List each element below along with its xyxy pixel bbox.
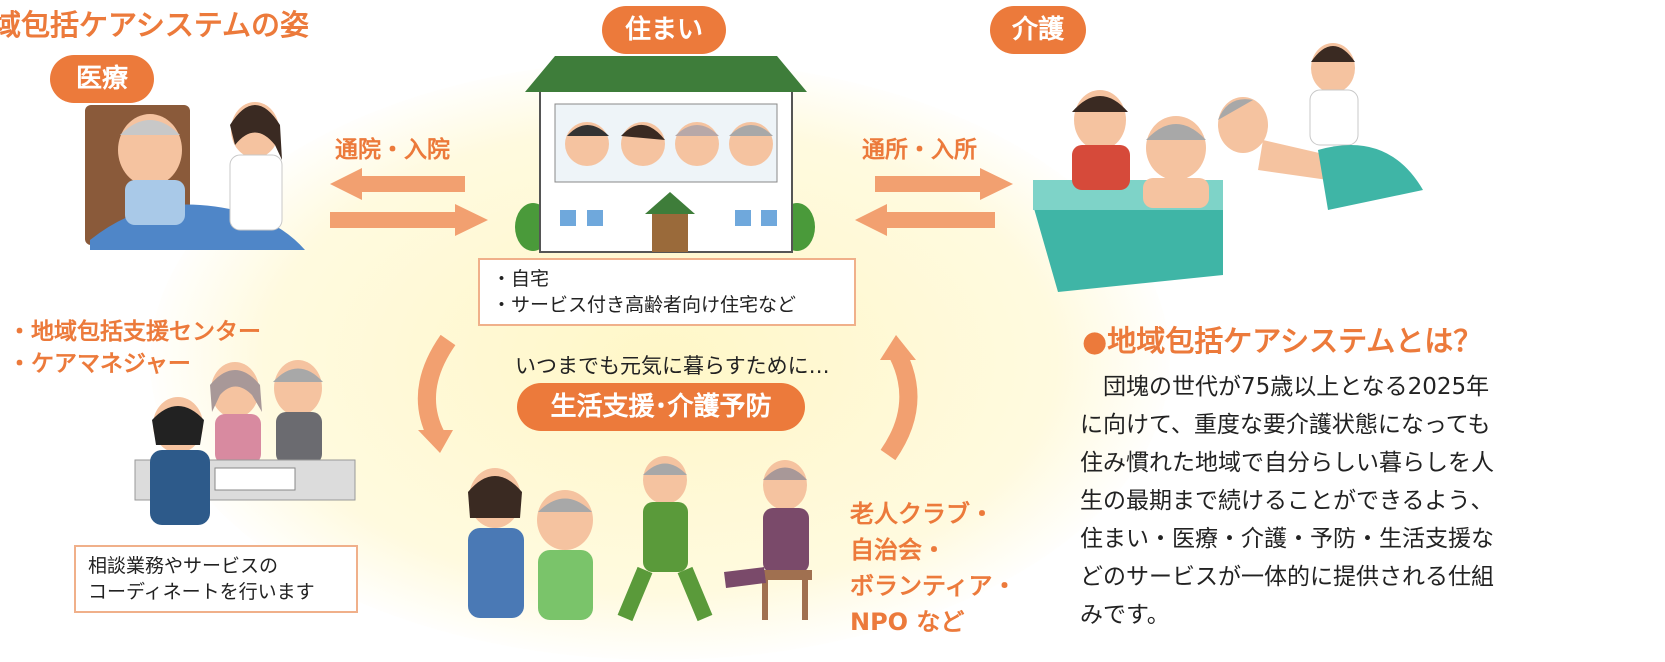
center-info-2: ・ケアマネジャー (8, 351, 191, 377)
org-item-4: NPO など (850, 608, 965, 636)
org-item-2: 自治会・ (850, 536, 946, 564)
curved-arrow-down (417, 335, 456, 453)
explain-line-3: 住み慣れた地域で自分らしい暮らしを人 (1080, 450, 1494, 476)
explain-line-5: 住まい・医療・介護・予防・生活支援な (1080, 526, 1494, 552)
consult-note-1: 相談業務やサービスの (88, 555, 279, 577)
org-item-3: ボランティア・ (850, 572, 1017, 600)
consult-note-2: コーディネートを行います (88, 581, 315, 603)
arrow-label-right: 通所・入所 (862, 137, 977, 163)
explain-line-7: みです。 (1080, 602, 1170, 628)
medical-illustration (85, 102, 305, 250)
house-illustration (515, 56, 815, 253)
explain-paragraph: 団塊の世代が75歳以上となる2025年 に向けて、重度な要介護状態になっても 住… (1080, 368, 1550, 634)
consultation-illustration (134, 360, 356, 525)
double-arrow-right (855, 168, 1013, 236)
org-item-1: 老人クラブ・ (850, 500, 994, 528)
label-care: 介護 (990, 6, 1086, 54)
label-support: 生活支援･介護予防 (517, 383, 805, 431)
explain-line-4: 生の最期まで続けることができるよう、 (1080, 488, 1494, 514)
care-illustration (1033, 43, 1423, 292)
consult-note-box: 相談業務やサービスの コーディネートを行います (74, 545, 358, 613)
housing-note-2: ・サービス付き高齢者向け住宅など (492, 294, 797, 316)
housing-note-box: ・自宅 ・サービス付き高齢者向け住宅など (478, 258, 856, 326)
page-title: 域包括ケアシステムの姿 (0, 8, 309, 42)
explain-line-1: 団塊の世代が75歳以上となる2025年 (1080, 374, 1490, 400)
support-illustration (468, 456, 812, 622)
center-info-1: ・地域包括支援センター (8, 319, 261, 345)
housing-note-1: ・自宅 (492, 268, 550, 290)
explain-heading: ●地域包括ケアシステムとは？ (1082, 324, 1483, 358)
label-housing: 住まい (602, 6, 726, 54)
explain-line-2: に向けて、重度な要介護状態になっても (1080, 412, 1491, 438)
slogan: いつまでも元気に暮らすために… (515, 354, 830, 378)
arrow-label-left: 通院・入院 (335, 137, 450, 163)
curved-arrow-up (880, 335, 918, 460)
double-arrow-left (330, 168, 488, 236)
explain-line-6: どのサービスが一体的に提供される仕組 (1080, 564, 1494, 590)
label-medical: 医療 (50, 55, 154, 103)
org-list: 老人クラブ・ 自治会・ ボランティア・ NPO など (850, 496, 1017, 640)
